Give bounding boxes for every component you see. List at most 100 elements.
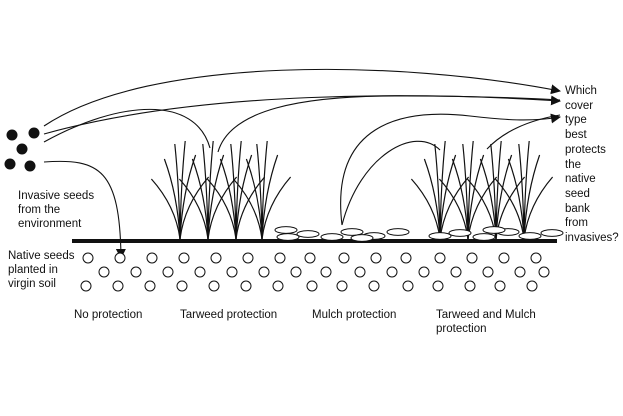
native-seed <box>400 252 412 264</box>
native-seed <box>370 252 382 264</box>
label-line: environment <box>18 218 82 230</box>
invasive-seed <box>6 129 18 141</box>
mulch-piece <box>350 234 374 242</box>
native-seed <box>82 252 94 264</box>
tarweed-plants-tarweed-protection <box>150 140 292 240</box>
invasive-seeds-label: Invasive seeds from the environment <box>18 189 94 231</box>
arrow-to-no-protection <box>43 160 126 259</box>
native-seed <box>208 280 220 292</box>
arrow-to-tarweed <box>43 108 211 149</box>
question-line: best <box>565 129 587 142</box>
dispersal-arrows <box>43 68 561 259</box>
native-seed-bank <box>80 252 550 292</box>
question-line: seed <box>565 187 590 200</box>
mulch-piece <box>428 232 452 240</box>
mulch-piece <box>274 226 298 234</box>
mulch-piece <box>482 226 506 234</box>
native-seed <box>338 252 350 264</box>
question-line: bank <box>565 202 590 215</box>
native-seed <box>162 266 174 278</box>
native-seed <box>146 252 158 264</box>
arrow-mulch-to-both <box>341 140 441 226</box>
native-seed <box>242 252 254 264</box>
caption-no-protection: No protection <box>74 309 143 321</box>
native-seed <box>178 252 190 264</box>
native-seed <box>434 252 446 264</box>
arrow-tarweed-to-question <box>217 95 561 153</box>
tarweed-blade <box>206 178 237 240</box>
question-line: the <box>565 158 581 171</box>
native-seed <box>498 252 510 264</box>
research-question-label: Which cover type best protects the nativ… <box>565 84 619 246</box>
native-seed <box>494 280 506 292</box>
invasive-seed <box>4 158 16 170</box>
tarweed-blade <box>207 176 238 240</box>
mulch-piece <box>518 232 542 240</box>
native-seed <box>320 266 332 278</box>
tarweed-blade <box>235 154 253 240</box>
invasive-seed <box>16 143 28 155</box>
tarweed-blade <box>178 178 209 240</box>
mulch-piece <box>276 233 300 241</box>
mulch-piece <box>540 229 564 237</box>
mulch-piece <box>448 229 472 237</box>
mulch-piece <box>320 233 344 241</box>
native-seed <box>450 266 462 278</box>
label-line: Native seeds <box>8 250 75 262</box>
question-line: invasives? <box>565 232 619 245</box>
native-seed <box>240 280 252 292</box>
native-seed <box>176 280 188 292</box>
native-seed <box>482 266 494 278</box>
native-seed <box>114 252 126 264</box>
question-line: native <box>565 173 596 186</box>
tarweed-blade <box>261 176 292 240</box>
label-line: Invasive seeds <box>18 190 95 202</box>
label-line: from the <box>18 204 61 216</box>
tarweed-blade <box>261 154 279 240</box>
arrow-both-to-question <box>486 114 561 150</box>
caption-mulch-protection: Mulch protection <box>312 309 397 321</box>
invasive-seed-cluster <box>4 127 40 172</box>
native-seed <box>144 280 156 292</box>
native-seed <box>418 266 430 278</box>
question-line: Which <box>565 85 597 97</box>
native-seed <box>354 266 366 278</box>
invasive-seed <box>24 160 36 172</box>
native-seed <box>466 252 478 264</box>
native-seed <box>274 252 286 264</box>
question-line: cover <box>565 99 594 112</box>
native-seed <box>112 280 124 292</box>
arrow-mulch-to-question <box>340 113 561 226</box>
tarweed-blade <box>179 176 210 240</box>
native-seed <box>210 252 222 264</box>
caption-tarweed-protection: Tarweed protection <box>180 309 278 321</box>
caption-tarweed-and-mulch-protection: Tarweed and Mulch protection <box>436 308 536 336</box>
mulch-piece <box>296 230 320 238</box>
tarweed-blade <box>523 154 541 240</box>
native-seed <box>464 280 476 292</box>
native-seed <box>130 266 142 278</box>
native-seed <box>514 266 526 278</box>
native-seed <box>402 280 414 292</box>
mulch-piece <box>386 228 410 236</box>
label-line: planted in <box>8 264 58 276</box>
native-seed <box>368 280 380 292</box>
mulch-layer-mulch-protection <box>274 226 410 242</box>
tarweed-plants-tarweed-and-mulch <box>410 140 554 240</box>
native-seed <box>272 280 284 292</box>
caption-line: protection <box>436 323 487 335</box>
caption-line: Tarweed and Mulch <box>436 309 536 321</box>
tarweed-blade <box>150 178 181 240</box>
mulch-piece <box>472 233 496 241</box>
question-line: type <box>565 114 587 127</box>
native-seed <box>226 266 238 278</box>
invasive-seed <box>28 127 40 139</box>
native-seed <box>290 266 302 278</box>
native-seed <box>304 252 316 264</box>
label-line: virgin soil <box>8 278 56 290</box>
arrow-to-question-2 <box>43 95 561 135</box>
tarweed-blade <box>410 178 441 240</box>
tarweed-blade <box>232 178 263 240</box>
